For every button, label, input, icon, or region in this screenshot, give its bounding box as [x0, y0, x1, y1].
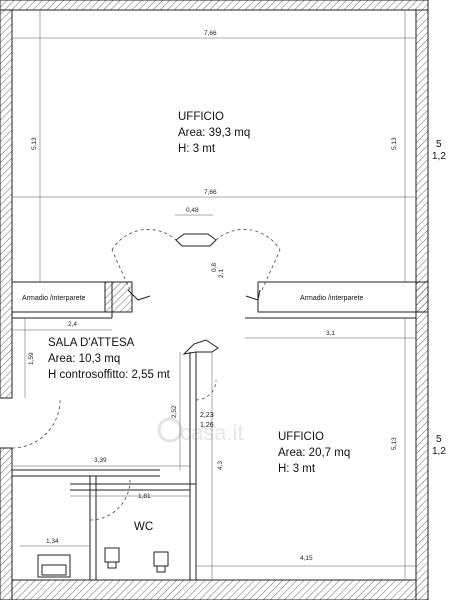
dim-door-top: 0,48	[186, 207, 199, 214]
room-office-bottom-height: H: 3 mt	[278, 463, 316, 475]
room-waiting: SALA D'ATTESA Area: 10,3 mq H controsoff…	[48, 337, 171, 381]
dim-vertical-right: 4,3	[217, 461, 224, 470]
dim-left-height: 5,13	[31, 137, 38, 150]
dim-wc-inner: 1,81	[138, 493, 151, 500]
side-label-top-den: 1,2	[432, 151, 446, 162]
side-label-bottom: 5 1,2	[432, 434, 446, 457]
dimension-lines	[12, 10, 416, 580]
side-label-top-num: 5	[436, 139, 442, 150]
closet-right-label: Armadio /interparete	[300, 295, 364, 302]
dim-wc-small: 1,34	[46, 538, 59, 545]
interior-walls	[11, 233, 429, 580]
door-swings	[11, 229, 281, 521]
side-label-bottom-num: 5	[436, 434, 442, 445]
dim-corridor-right: 3,1	[326, 330, 335, 337]
room-office-top-height: H: 3 mt	[178, 143, 216, 155]
room-waiting-height: H controsoffitto: 2,55 mt	[48, 369, 171, 381]
room-office-bottom-name: UFFICIO	[278, 431, 324, 443]
dim-mid-width: 7,66	[204, 189, 217, 196]
dim-bottom-width: 4,15	[300, 555, 313, 562]
room-wc-name: WC	[134, 521, 153, 533]
closet-left-label: Armadio /interparete	[22, 295, 86, 302]
dim-waiting-width: 2,4	[68, 321, 77, 328]
dim-corridor-a: 0,8	[211, 263, 218, 272]
room-office-top: UFFICIO Area: 39,3 mq H: 3 mt	[178, 111, 250, 155]
dim-waiting-height: 1,59	[28, 352, 35, 365]
dim-door-b: 1,26	[200, 422, 214, 429]
dim-top-width: 7,66	[204, 30, 217, 37]
room-office-bottom-area: Area: 20,7 mq	[278, 447, 350, 459]
dim-bottom-height: 5,13	[391, 437, 398, 450]
dimension-labels: 7,66 7,66 5,13 5,13 0,48 0,8 2,1 2,4 1,5…	[28, 30, 398, 562]
room-office-top-area: Area: 39,3 mq	[178, 127, 250, 139]
room-office-bottom: UFFICIO Area: 20,7 mq H: 3 mt	[278, 431, 350, 475]
dim-corridor-b: 2,1	[218, 269, 225, 278]
room-waiting-area: Area: 10,3 mq	[48, 353, 120, 365]
room-office-top-name: UFFICIO	[178, 111, 224, 123]
room-waiting-name: SALA D'ATTESA	[48, 337, 135, 349]
dim-vertical-mid: 2,52	[171, 405, 178, 418]
dim-wc-width: 3,39	[94, 457, 107, 464]
dim-right-height: 5,13	[391, 137, 398, 150]
dim-door-a: 2,23	[200, 412, 214, 419]
side-label-bottom-den: 1,2	[432, 446, 446, 457]
side-label-top: 5 1,2	[432, 139, 446, 162]
